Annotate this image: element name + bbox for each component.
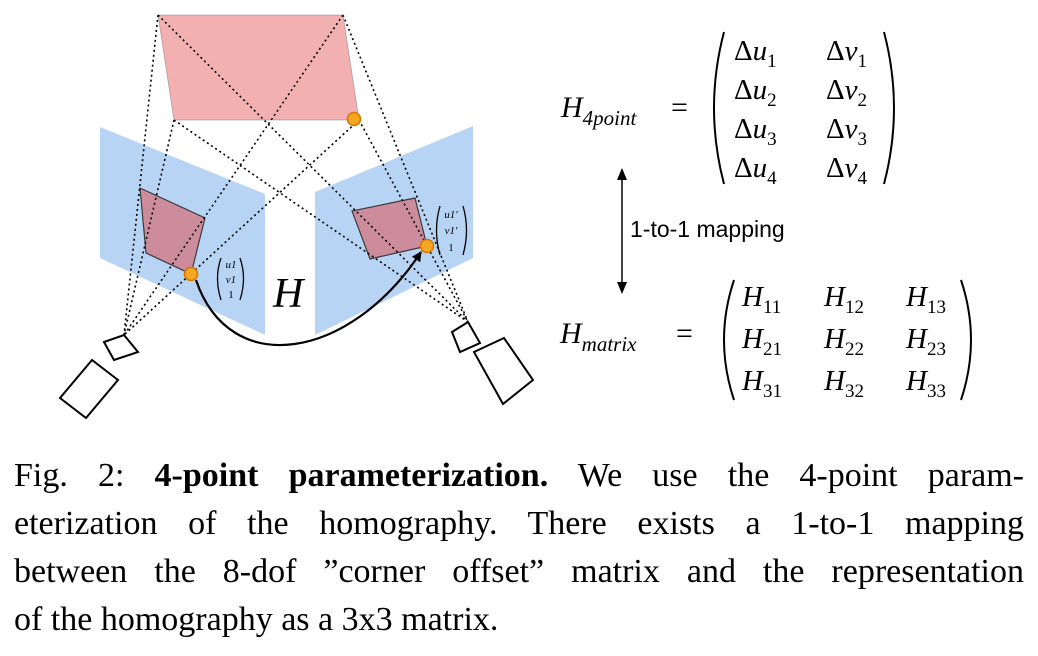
hmatrix-lhs: Hmatrix	[559, 317, 637, 356]
h4point-equals: =	[671, 91, 688, 124]
figure-caption: Fig. 2: 4-point parameterization. We use…	[14, 452, 1024, 644]
h4point-cell-3-1: Δu3	[734, 113, 777, 150]
right-camera-icon	[450, 320, 535, 406]
h4point-cell-2-1: Δu2	[734, 74, 777, 111]
hmatrix-cell-1-3: H13	[905, 281, 946, 318]
hmatrix-cell-1-2: H12	[823, 281, 864, 318]
hmatrix-cell-3-2: H32	[823, 365, 864, 402]
right-vector-entry-3: 1	[448, 242, 454, 254]
h4point-cell-1-2: Δv1	[826, 35, 867, 72]
mapping-arrow-head-up	[617, 168, 627, 180]
hmatrix-cell-1-1: H11	[741, 281, 781, 318]
projection-rays	[123, 14, 469, 336]
right-point-vector: u1′ v1′ 1	[435, 205, 468, 256]
right-corner-dot	[419, 238, 435, 254]
h4point-cell-2-2: Δv2	[826, 74, 867, 111]
homography-label: H	[272, 271, 306, 317]
caption-line-3: between the 8-dof ”corner offset” matrix…	[14, 553, 1024, 590]
hmatrix-cell-3-3: H33	[905, 365, 946, 402]
h4point-lhs: H4point	[560, 91, 638, 130]
h4point-cell-4-2: Δv4	[826, 152, 868, 189]
hmatrix-cell-3-1: H31	[741, 365, 782, 402]
caption-line-1-text: We use the 4-point param-	[577, 457, 1025, 494]
h4point-cell-3-2: Δv3	[826, 113, 867, 150]
world-corner-dot	[346, 111, 362, 127]
caption-line-2: eterization of the homography. There exi…	[14, 505, 1024, 542]
left-camera-icon	[58, 333, 140, 420]
hmatrix-equals: =	[676, 317, 693, 350]
caption-label: Fig. 2:	[14, 457, 125, 494]
h4point-cell-1-1: Δu1	[734, 35, 777, 72]
left-corner-dot	[183, 266, 199, 282]
caption-title: 4-point parameterization.	[154, 457, 549, 494]
h4point-right-paren	[883, 31, 895, 185]
hmatrix-left-paren	[723, 279, 735, 401]
caption-line-4: of the homography as a 3x3 matrix.	[14, 601, 499, 638]
left-vector-entry-3: 1	[228, 289, 234, 301]
left-vector-entry-1: u1	[226, 259, 237, 271]
hmatrix-cell-2-3: H23	[905, 323, 946, 360]
hmatrix-cell-2-1: H21	[741, 323, 782, 360]
hmatrix-right-paren	[960, 279, 972, 401]
right-vector-entry-1: u1′	[444, 209, 458, 221]
right-vector-entry-2: v1′	[445, 225, 458, 237]
homography-arrow	[194, 251, 422, 346]
left-vector-entry-2: v1	[226, 274, 236, 286]
mapping-arrow-head-down	[617, 282, 627, 294]
mapping-label: 1-to-1 mapping	[630, 216, 785, 242]
h4point-left-paren	[713, 31, 725, 185]
world-plane	[158, 15, 359, 120]
h4point-cell-4-1: Δu4	[734, 152, 777, 189]
hmatrix-cell-2-2: H22	[823, 323, 864, 360]
left-point-vector: u1 v1 1	[216, 257, 245, 301]
